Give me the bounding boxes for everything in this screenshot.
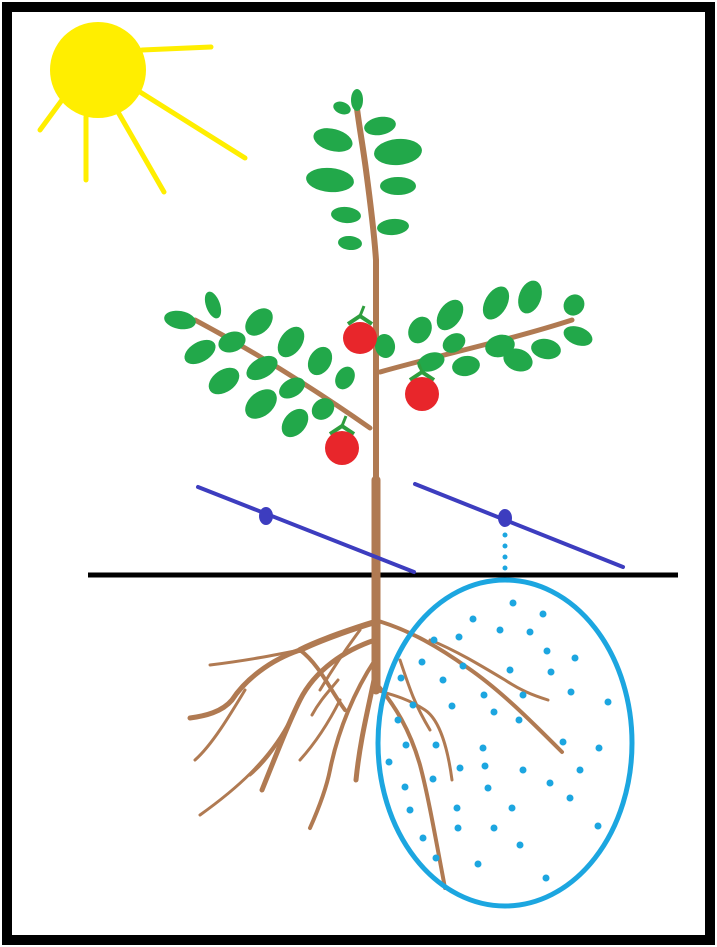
water-droplet xyxy=(480,745,487,752)
water-droplet xyxy=(485,785,492,792)
water-droplet xyxy=(482,763,489,770)
water-droplet xyxy=(507,667,514,674)
water-droplet xyxy=(403,742,410,749)
water-droplet xyxy=(449,703,456,710)
water-droplet xyxy=(572,655,579,662)
drip-emitter-icon xyxy=(259,507,273,525)
water-droplet xyxy=(457,765,464,772)
sun-disc xyxy=(50,22,146,118)
water-droplet xyxy=(395,717,402,724)
water-droplet xyxy=(430,776,437,783)
water-droplet xyxy=(407,807,414,814)
water-droplet xyxy=(454,805,461,812)
water-droplet xyxy=(410,702,417,709)
leaf xyxy=(380,177,416,195)
water-droplet xyxy=(420,835,427,842)
water-droplet xyxy=(491,825,498,832)
water-droplet xyxy=(510,600,517,607)
water-droplet xyxy=(509,805,516,812)
water-droplet xyxy=(481,692,488,699)
water-droplet xyxy=(543,875,550,882)
drip-emitter-icon xyxy=(498,509,512,527)
water-droplet xyxy=(456,634,463,641)
water-droplet xyxy=(386,759,393,766)
water-droplet xyxy=(460,663,467,670)
water-droplet xyxy=(544,648,551,655)
water-droplet xyxy=(560,739,567,746)
water-droplet xyxy=(577,767,584,774)
water-droplet xyxy=(567,795,574,802)
water-droplet xyxy=(470,616,477,623)
water-droplet xyxy=(520,692,527,699)
water-droplet xyxy=(455,825,462,832)
water-droplet xyxy=(520,767,527,774)
water-droplet xyxy=(491,709,498,716)
picture-frame xyxy=(7,7,710,940)
water-droplet xyxy=(517,842,524,849)
water-droplet xyxy=(548,669,555,676)
water-droplet xyxy=(497,627,504,634)
water-droplet xyxy=(398,675,405,682)
water-droplet xyxy=(568,689,575,696)
water-droplet xyxy=(605,699,612,706)
water-droplet xyxy=(433,855,440,862)
water-droplet xyxy=(431,637,438,644)
water-droplet xyxy=(440,677,447,684)
water-droplet xyxy=(402,784,409,791)
water-droplet xyxy=(527,629,534,636)
leaf xyxy=(351,89,363,111)
water-droplet xyxy=(596,745,603,752)
water-droplet xyxy=(516,717,523,724)
water-droplet xyxy=(475,861,482,868)
water-droplet xyxy=(547,780,554,787)
water-droplet xyxy=(540,611,547,618)
water-droplet xyxy=(419,659,426,666)
water-droplet xyxy=(433,742,440,749)
water-droplet xyxy=(595,823,602,830)
